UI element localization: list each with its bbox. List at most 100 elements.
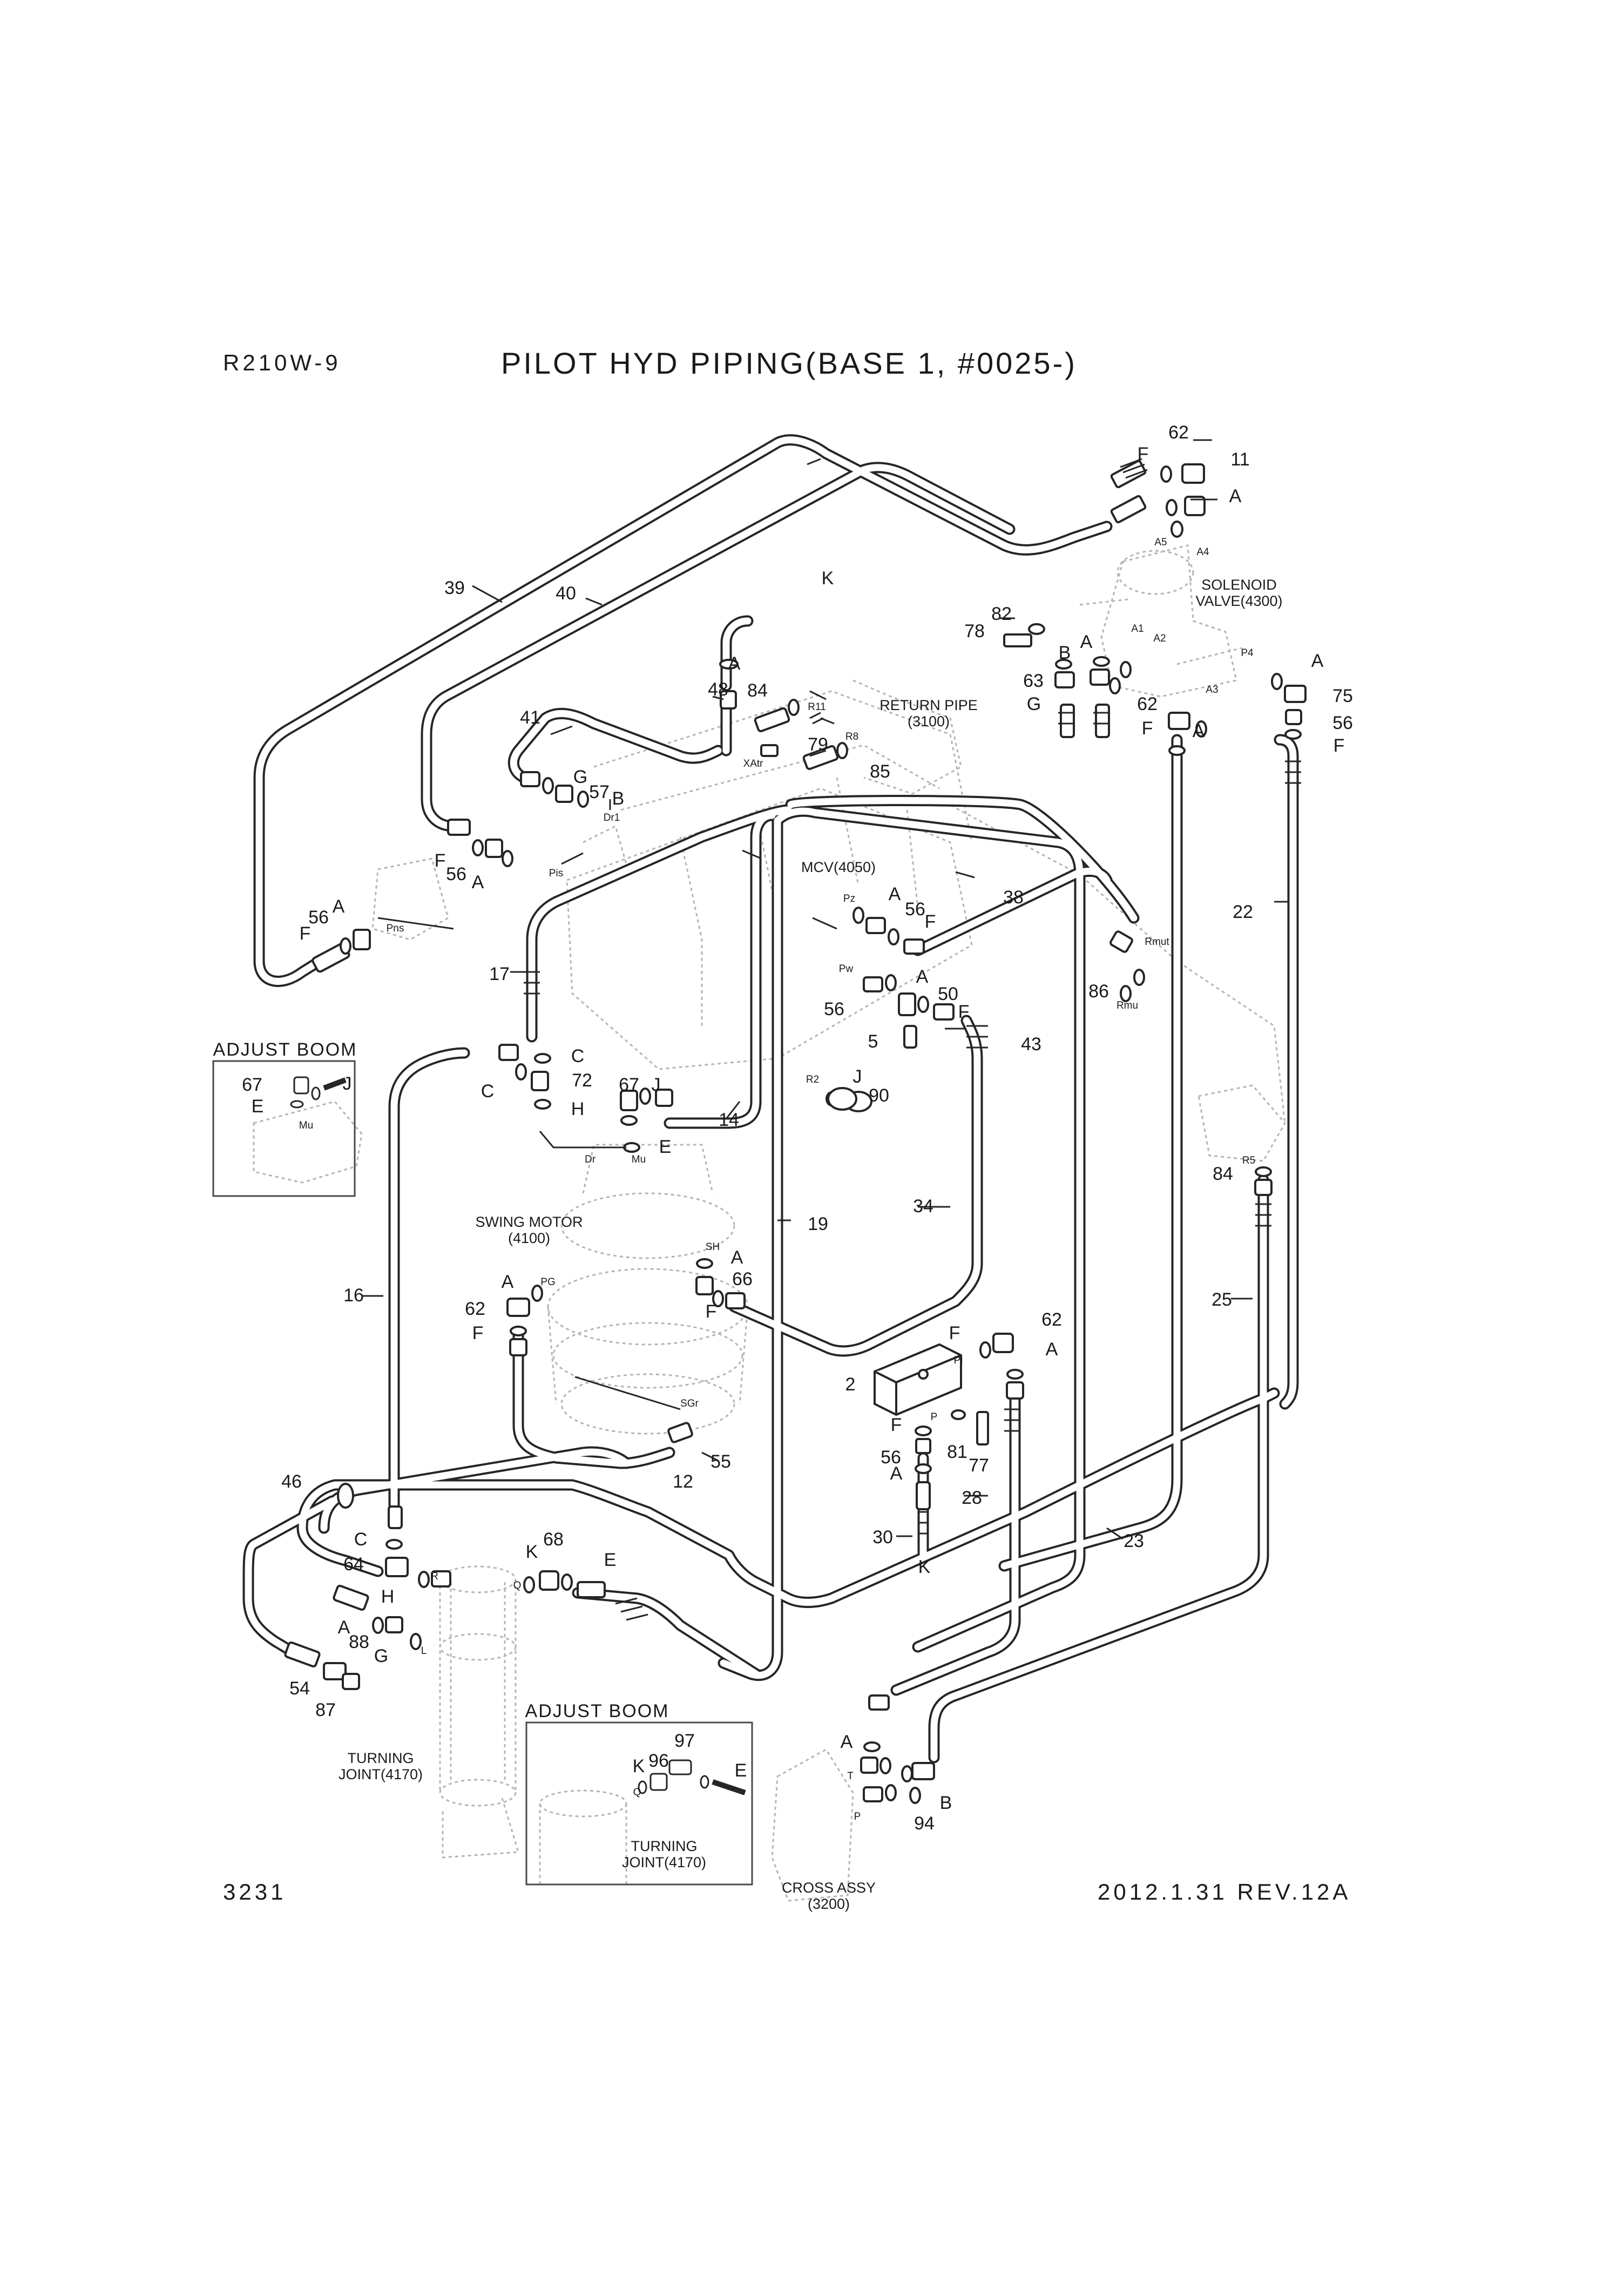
- part-label: 5: [868, 1031, 878, 1052]
- port-label: Mu: [299, 1120, 313, 1131]
- port-label: XAtr: [743, 758, 764, 769]
- part-label: 66: [732, 1269, 753, 1289]
- part-label: 2: [845, 1374, 856, 1395]
- pipes: [242, 440, 1299, 1764]
- part-label: 41: [520, 707, 540, 728]
- part-label: F: [1138, 444, 1149, 464]
- port-label: R8: [845, 731, 858, 742]
- part-label: C: [481, 1081, 495, 1102]
- part-label: 75: [1332, 686, 1353, 706]
- part-label: A: [731, 1247, 743, 1268]
- port-label: T: [847, 1771, 854, 1782]
- part-label: 56: [824, 999, 844, 1019]
- port-label: R2: [806, 1074, 819, 1085]
- part-label: 56: [1332, 713, 1353, 733]
- part-label: 46: [281, 1471, 302, 1492]
- part-label: 17: [489, 964, 510, 984]
- cross-assy-label: CROSS ASSY: [782, 1880, 876, 1896]
- adjust-boom-inset-top: [212, 1060, 356, 1197]
- port-label: Dr: [585, 1154, 596, 1165]
- part-label: 43: [1021, 1034, 1041, 1055]
- port-label: Pi: [954, 1355, 963, 1366]
- port-label: L: [421, 1645, 427, 1657]
- inset-title-top: ADJUST BOOM: [213, 1039, 357, 1060]
- part-label: 68: [543, 1529, 564, 1550]
- part-label: 77: [969, 1455, 989, 1476]
- return-pipe-number: (3100): [908, 713, 950, 729]
- part-label: 30: [872, 1527, 893, 1548]
- part-label: 16: [343, 1285, 364, 1306]
- part-label: A: [472, 872, 484, 893]
- part-label: F: [925, 911, 936, 932]
- part-label: A: [1311, 651, 1324, 671]
- part-label: 50: [938, 984, 958, 1004]
- part-label: F: [958, 1002, 970, 1022]
- port-label: Q: [633, 1787, 641, 1798]
- part-label: A: [916, 967, 929, 987]
- part-label: E: [659, 1137, 672, 1157]
- part-label: 54: [289, 1678, 310, 1699]
- port-label: R: [431, 1571, 438, 1582]
- solenoid-valve-number: VALVE(4300): [1195, 593, 1282, 609]
- part-label: J: [652, 1075, 661, 1095]
- part-label: 56: [308, 907, 329, 928]
- part-label: A: [1229, 486, 1242, 506]
- part-label: K: [526, 1542, 538, 1562]
- part-label: 34: [913, 1196, 933, 1217]
- part-label: 48: [708, 679, 728, 700]
- solenoid-valve-label: SOLENOID: [1201, 577, 1277, 593]
- inset-title-bottom: ADJUST BOOM: [525, 1701, 669, 1721]
- part-label: G: [374, 1646, 388, 1666]
- part-label: 97: [674, 1731, 695, 1751]
- part-label: F: [300, 923, 311, 944]
- part-label: 56: [881, 1447, 901, 1468]
- part-label: A: [890, 1463, 903, 1484]
- part-label: F: [1334, 735, 1345, 756]
- part-label: 14: [719, 1110, 739, 1130]
- part-label: A: [889, 884, 901, 904]
- port-label: A1: [1131, 623, 1143, 634]
- port-labels: A5 A4 A1 A2 A3 P4 R11 R8 XAtr Dr1 Pis Pn…: [299, 537, 1255, 1822]
- part-label: 12: [673, 1471, 693, 1492]
- port-label: R11: [808, 701, 825, 713]
- port-label: Pw: [839, 963, 854, 975]
- part-label: 56: [905, 899, 925, 920]
- part-label: 86: [1088, 981, 1109, 1002]
- port-label: Rmut: [1145, 936, 1169, 948]
- port-label: P: [931, 1411, 938, 1423]
- port-label: SH: [706, 1241, 720, 1253]
- component-names: SOLENOID VALVE(4300) RETURN PIPE (3100) …: [213, 577, 1283, 1912]
- part-label: H: [381, 1586, 395, 1607]
- part-label: 22: [1233, 902, 1253, 922]
- part-label: C: [354, 1529, 368, 1550]
- return-pipe-label: RETURN PIPE: [879, 697, 978, 713]
- part-label: A: [728, 653, 741, 674]
- part-label: 56: [446, 864, 466, 884]
- turning-joint-inset-number: JOINT(4170): [622, 1854, 706, 1870]
- part-label: J: [853, 1066, 862, 1087]
- part-label: 96: [648, 1751, 669, 1771]
- part-label: 40: [556, 583, 576, 604]
- model-code: R210W-9: [223, 350, 341, 375]
- part-label: C: [571, 1046, 585, 1066]
- part-label: 72: [572, 1070, 592, 1091]
- part-label: 90: [869, 1085, 889, 1106]
- part-label: E: [604, 1550, 617, 1570]
- part-label: G: [573, 767, 587, 787]
- port-label: Q: [513, 1580, 522, 1591]
- part-label: F: [435, 850, 446, 871]
- port-label: Pns: [387, 923, 404, 934]
- turning-joint-number: JOINT(4170): [339, 1766, 423, 1782]
- part-label: G: [1027, 694, 1041, 714]
- part-label: A: [1193, 721, 1205, 741]
- part-label: B: [940, 1793, 952, 1813]
- revision-date: 2012.1.31 REV.12A: [1098, 1879, 1351, 1904]
- part-label: F: [472, 1323, 484, 1343]
- port-label: Mu: [632, 1154, 646, 1165]
- part-label: 11: [1230, 449, 1249, 470]
- part-label: B: [612, 788, 625, 809]
- part-label: 62: [1041, 1309, 1062, 1330]
- part-label: 62: [1168, 422, 1189, 443]
- part-label: 28: [962, 1488, 982, 1508]
- part-label: 19: [808, 1214, 828, 1234]
